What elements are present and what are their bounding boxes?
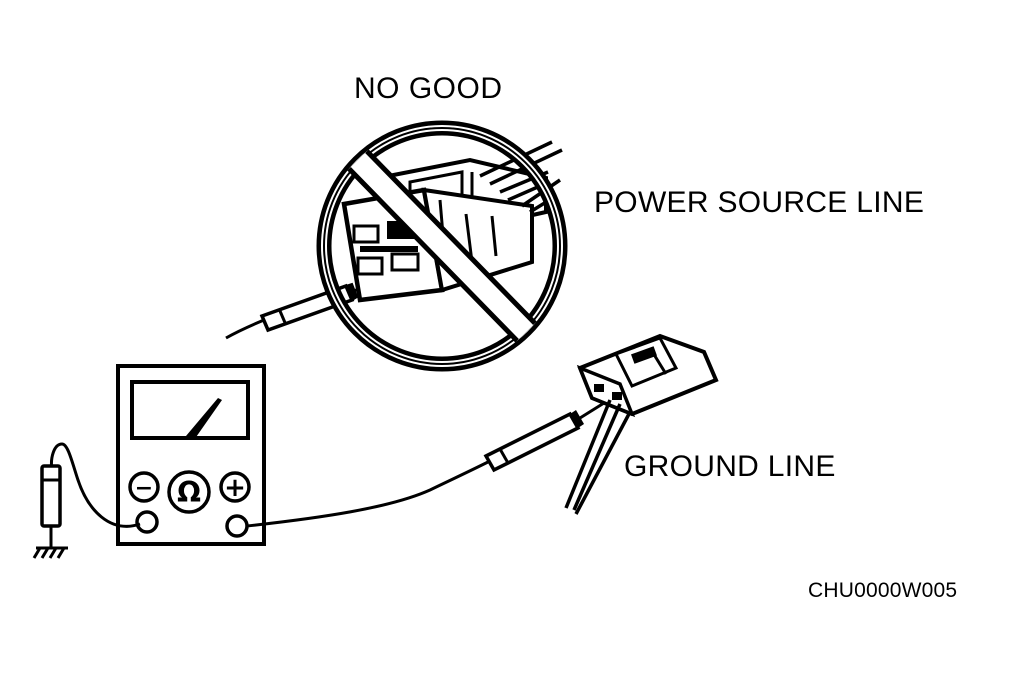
ohmmeter: − Ω + bbox=[116, 364, 266, 546]
prohibition-symbol bbox=[316, 120, 568, 372]
minus-button bbox=[128, 471, 160, 503]
plus-button bbox=[219, 471, 251, 503]
ground-line-connector bbox=[564, 333, 719, 515]
ground-symbol bbox=[32, 546, 68, 559]
plus-symbol: + bbox=[224, 473, 246, 503]
ground-line-wires bbox=[564, 399, 632, 515]
figure-code-label: CHU0000W005 bbox=[808, 579, 958, 602]
top-probe-cable bbox=[225, 318, 265, 340]
ground-line-label: GROUND LINE bbox=[624, 450, 836, 483]
ohm-button bbox=[167, 470, 211, 514]
meter-display bbox=[130, 380, 250, 440]
negative-lead bbox=[32, 442, 141, 559]
power-source-line-label: POWER SOURCE LINE bbox=[594, 186, 925, 219]
no-good-group bbox=[225, 120, 568, 372]
no-good-label: NO GOOD bbox=[354, 72, 503, 105]
negative-jack bbox=[135, 510, 159, 534]
meter-needle bbox=[186, 398, 222, 440]
minus-symbol: − bbox=[135, 476, 153, 501]
positive-lead bbox=[246, 396, 613, 528]
ohm-symbol: Ω bbox=[177, 476, 201, 509]
positive-jack bbox=[225, 514, 249, 538]
